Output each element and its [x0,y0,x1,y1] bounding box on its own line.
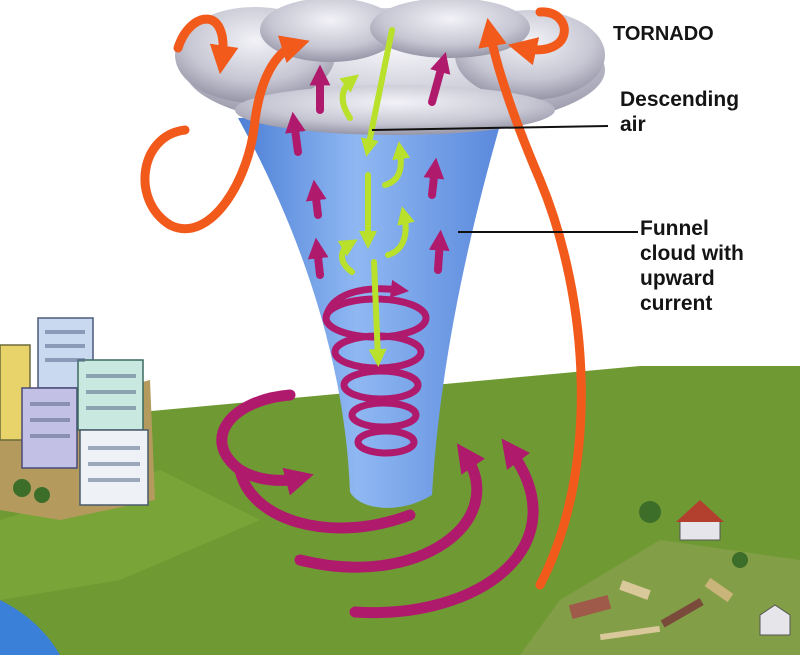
storm-cloud [175,0,605,135]
label-funnel-cloud: Funnel cloud with upward current [640,216,744,316]
label-descending-air: Descending air [620,87,739,137]
diagram-title: TORNADO [613,22,714,47]
